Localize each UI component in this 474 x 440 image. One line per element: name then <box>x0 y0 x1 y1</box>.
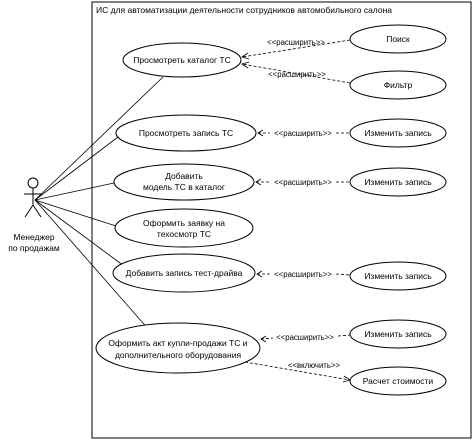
system-boundary <box>91 1 472 439</box>
extend-edit-4-arrowhead <box>260 335 267 343</box>
include-calc-line <box>244 361 351 381</box>
extend-edit-3-label: <<расширить>> <box>274 270 332 279</box>
extend-edit-1-label: <<расширить>> <box>274 129 332 138</box>
actor-sales-manager <box>24 177 42 218</box>
extend-search-line <box>241 39 351 58</box>
use-case-edit-record-1-label: Изменить запись <box>364 128 432 138</box>
use-case-edit-record-3-label: Изменить запись <box>364 271 432 281</box>
extend-edit-4-line-right <box>337 334 351 337</box>
extend-search-arrowhead <box>241 52 250 60</box>
use-case-add-model-label-1: Добавить <box>165 171 203 181</box>
use-case-edit-record-3 <box>349 261 447 291</box>
use-case-view-catalog <box>122 42 242 78</box>
association-view-catalog <box>34 76 164 201</box>
include-calc-label: <<включить>> <box>288 361 341 370</box>
use-case-test-drive-label: Добавить запись тест-драйва <box>126 268 243 278</box>
actor-head <box>27 177 39 189</box>
use-case-service-request-label-2: техосмотр ТС <box>157 229 211 239</box>
use-case-edit-record-4-label: Изменить запись <box>364 329 432 339</box>
actor-right-leg <box>32 204 42 218</box>
extend-edit-4-label: <<расширить>> <box>276 333 334 342</box>
use-case-sale-act-label-1: Оформить акт купли-продажи ТС и <box>108 338 247 348</box>
association-view-record <box>34 136 119 201</box>
use-case-sale-act <box>95 322 261 374</box>
extend-edit-2-label: <<расширить>> <box>274 178 332 187</box>
use-case-calc-cost <box>349 366 447 396</box>
extend-filter-label: <<расширить>> <box>268 70 326 79</box>
use-case-edit-record-2 <box>349 167 447 197</box>
actor-left-leg <box>24 204 34 218</box>
use-case-search <box>349 24 447 54</box>
system-title: ИС для автоматизации деятельности сотруд… <box>96 5 392 15</box>
extend-filter-line <box>241 63 351 84</box>
include-calc-arrowhead <box>342 375 351 383</box>
extend-edit-4-line-left <box>260 337 274 340</box>
association-test-drive <box>34 199 125 267</box>
use-case-service-request-label-1: Оформить заявку на <box>143 218 225 228</box>
extend-search-label: <<расширить>> <box>267 38 325 47</box>
association-service-request <box>34 199 117 227</box>
use-case-view-catalog-label: Просмотреть каталог ТС <box>133 55 231 65</box>
extend-edit-2-arrowhead <box>255 178 262 186</box>
use-case-service-request <box>114 208 254 248</box>
use-case-edit-record-1 <box>349 118 447 148</box>
extend-filter-arrowhead <box>241 61 250 69</box>
association-add-model <box>34 182 115 201</box>
use-case-edit-record-4 <box>349 319 447 349</box>
use-case-add-model <box>113 163 255 201</box>
use-case-calc-cost-label: Расчет стоимости <box>363 376 434 386</box>
use-case-view-record <box>115 114 257 152</box>
extend-edit-3-arrowhead <box>256 270 263 278</box>
use-case-test-drive <box>112 253 256 293</box>
use-case-view-record-label: Просмотреть запись ТС <box>139 128 233 138</box>
use-case-edit-record-2-label: Изменить запись <box>364 177 432 187</box>
actor-name-line1: Менеджер <box>13 232 55 242</box>
extend-edit-1-arrowhead <box>257 129 264 137</box>
use-case-search-label: Поиск <box>386 34 410 44</box>
use-case-sale-act-label-2: дополнительного оборудования <box>115 350 241 360</box>
use-case-add-model-label-2: модель ТС в каталог <box>143 182 225 192</box>
use-case-filter <box>349 70 447 100</box>
use-case-filter-label: Фильтр <box>384 80 413 90</box>
extend-edit-3-line-right <box>335 273 351 276</box>
association-sale-act <box>34 199 151 332</box>
actor-name-line2: по продажам <box>8 243 60 253</box>
